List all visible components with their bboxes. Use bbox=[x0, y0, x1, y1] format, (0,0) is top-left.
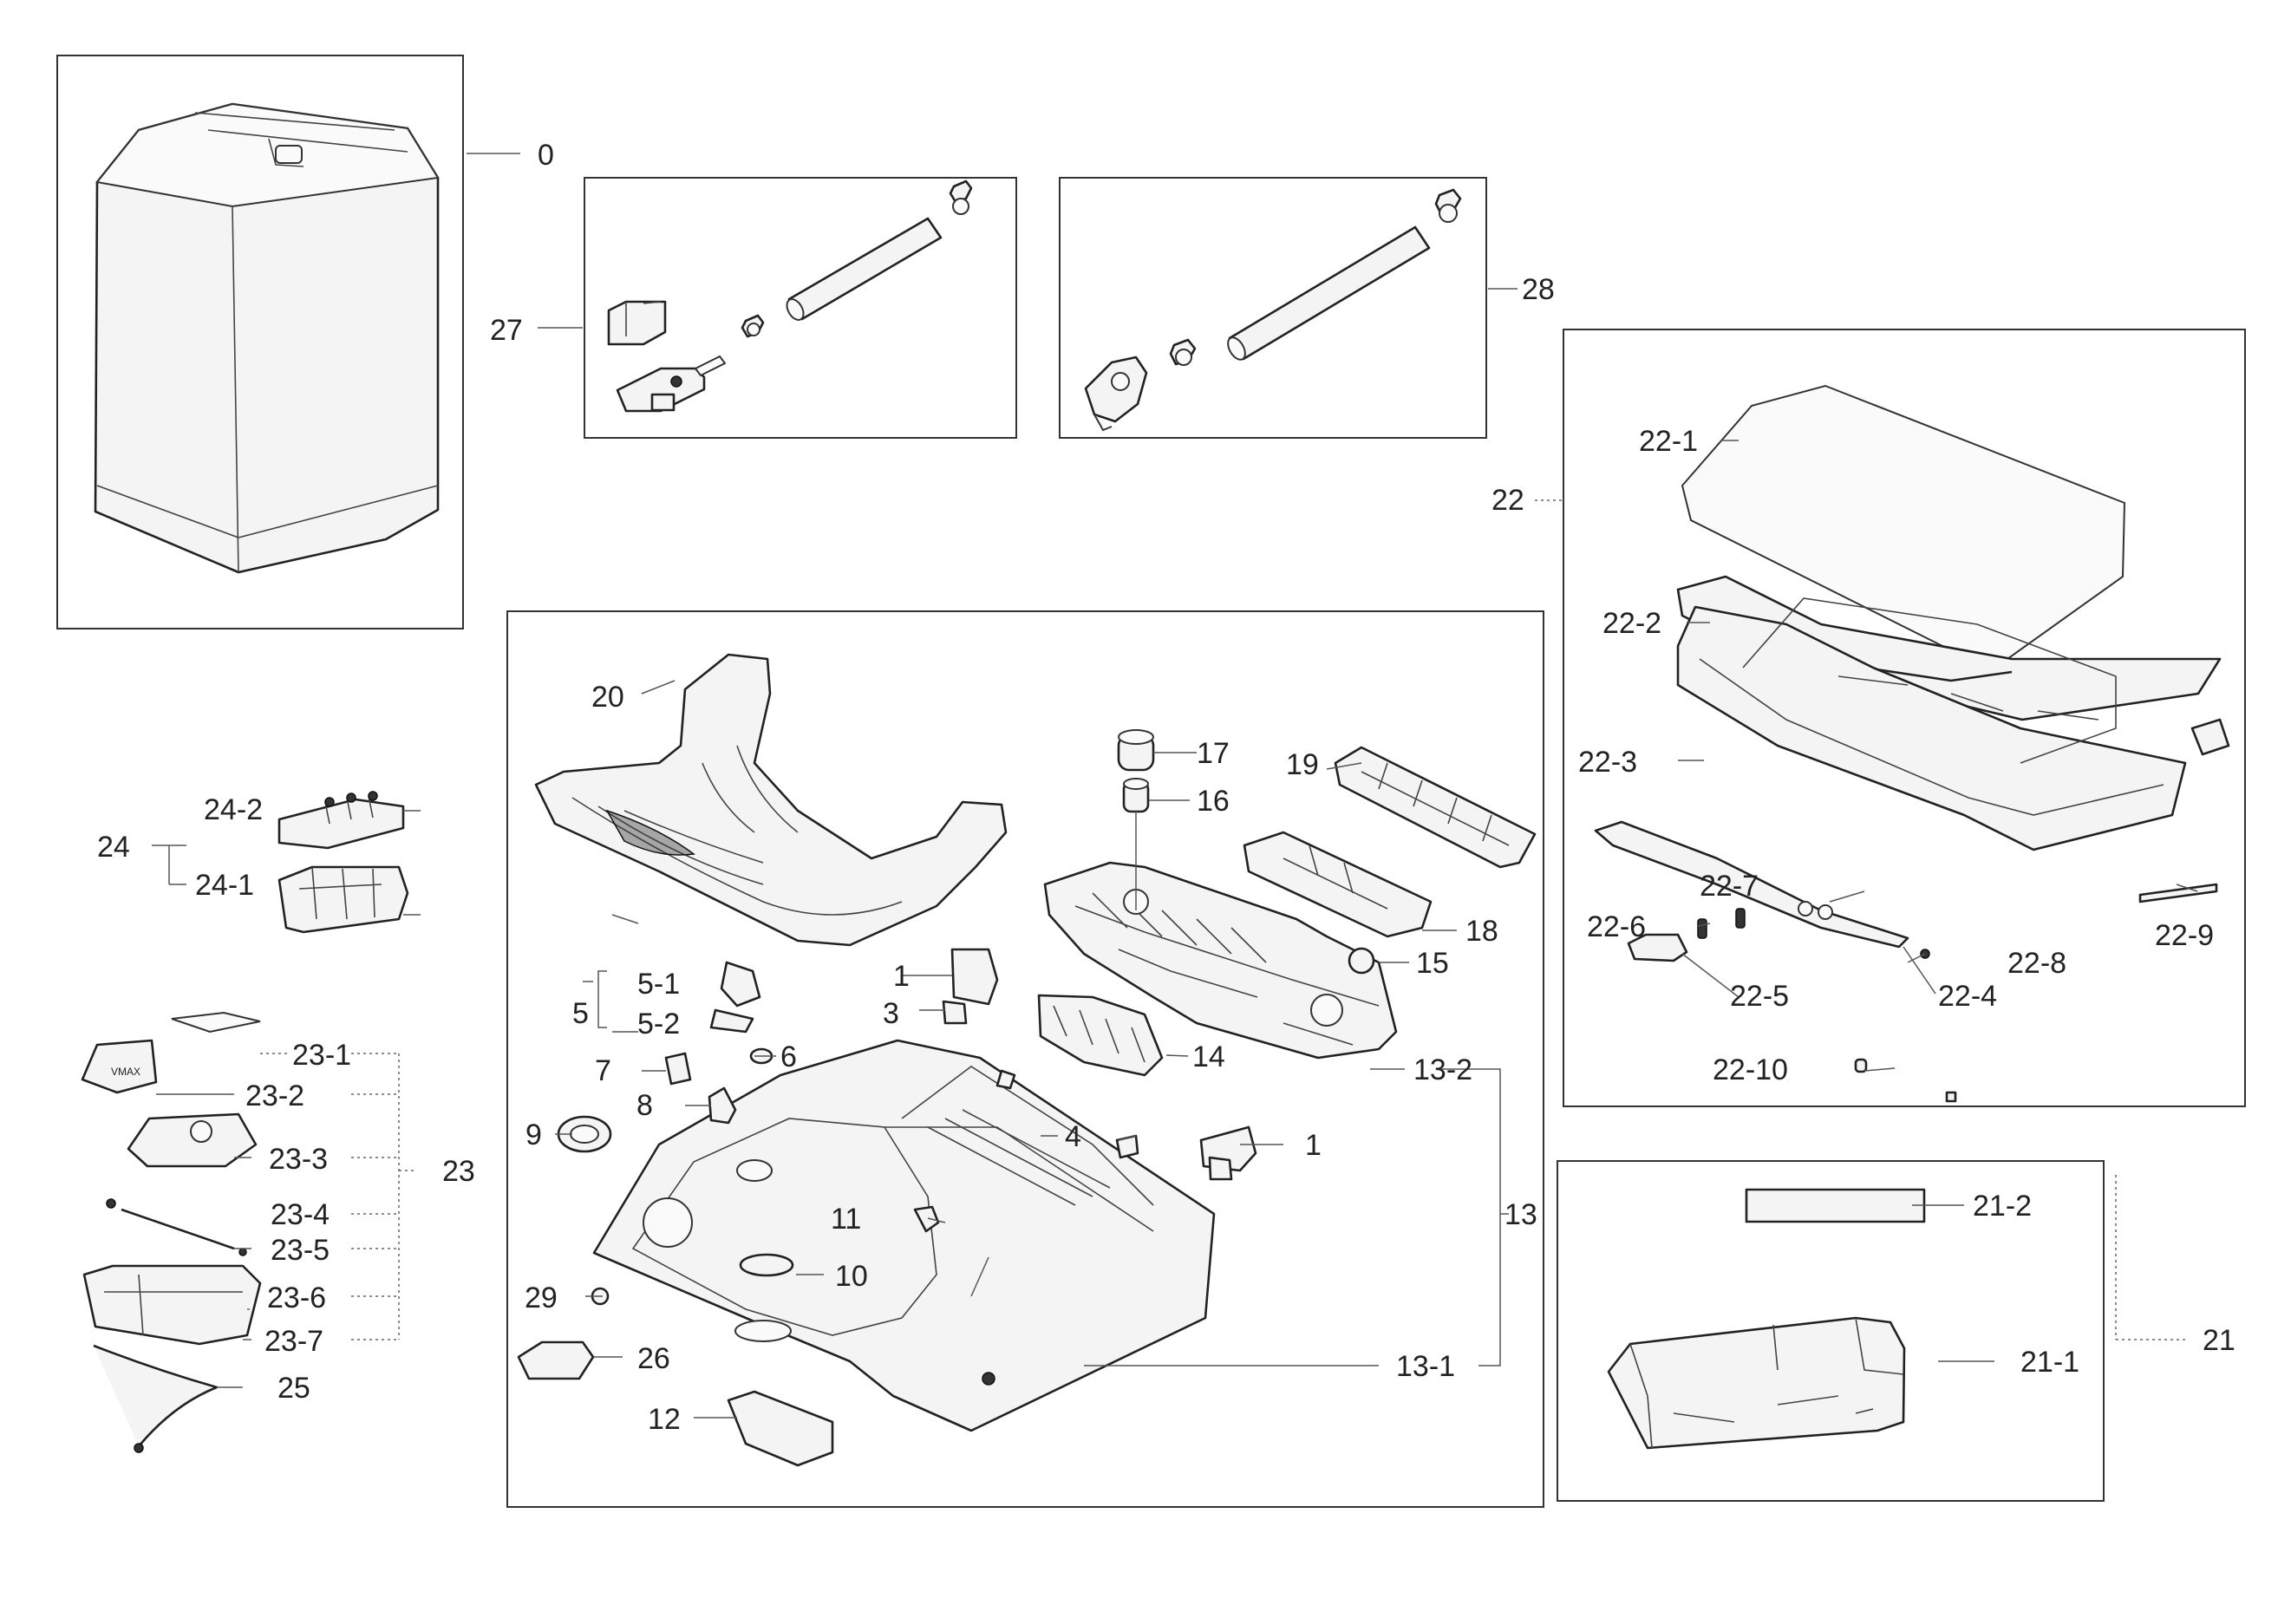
label-20: 20 bbox=[591, 681, 624, 714]
label-13-2: 13-2 bbox=[1413, 1053, 1472, 1086]
label-12: 12 bbox=[648, 1403, 681, 1436]
label-22-10: 22-10 bbox=[1713, 1053, 1788, 1086]
frame-lid-assembly-22 bbox=[1563, 329, 2246, 1107]
label-26: 26 bbox=[637, 1342, 670, 1375]
label-3: 3 bbox=[883, 997, 899, 1030]
frame-hose-kit-27 bbox=[584, 177, 1017, 439]
frame-control-panel-21 bbox=[1557, 1160, 2105, 1502]
label-22-6: 22-6 bbox=[1587, 910, 1646, 943]
filter-cover-19-part bbox=[1334, 746, 1537, 869]
label-14: 14 bbox=[1192, 1040, 1225, 1073]
label-29: 29 bbox=[525, 1282, 558, 1314]
label-7: 7 bbox=[595, 1054, 611, 1087]
hose-kit-27-part bbox=[607, 179, 973, 413]
label-23-6: 23-6 bbox=[267, 1282, 326, 1314]
label-24-1: 24-1 bbox=[195, 869, 254, 902]
label-22-3: 22-3 bbox=[1578, 746, 1637, 779]
label-23: 23 bbox=[442, 1155, 475, 1188]
detergent-tray-20-part bbox=[534, 653, 1008, 947]
hose-kit-28-part bbox=[1084, 188, 1462, 432]
label-1-right: 1 bbox=[1305, 1129, 1322, 1162]
control-housing-13-2-part bbox=[1043, 861, 1398, 1060]
label-19: 19 bbox=[1286, 748, 1319, 781]
leader-lines bbox=[152, 153, 2198, 1419]
label-21-1: 21-1 bbox=[2020, 1346, 2079, 1379]
label-22-7: 22-7 bbox=[1700, 870, 1759, 903]
label-23-3: 23-3 bbox=[269, 1143, 328, 1176]
frame-hose-kit-28 bbox=[1059, 177, 1487, 439]
label-28: 28 bbox=[1522, 273, 1555, 306]
label-5: 5 bbox=[572, 997, 589, 1030]
label-17: 17 bbox=[1197, 737, 1230, 770]
label-27: 27 bbox=[490, 314, 523, 347]
label-23-1: 23-1 bbox=[292, 1039, 351, 1072]
label-6: 6 bbox=[780, 1040, 797, 1073]
lid-assembly-22-part bbox=[1594, 384, 2230, 1103]
label-23-5: 23-5 bbox=[271, 1234, 330, 1267]
top-cover-frame-13-1-part bbox=[592, 1039, 1216, 1432]
label-18: 18 bbox=[1465, 915, 1498, 948]
cabinet-part bbox=[94, 102, 440, 574]
label-0: 0 bbox=[538, 139, 554, 172]
label-24-2: 24-2 bbox=[204, 793, 263, 826]
pcb-holder-18-part bbox=[1243, 831, 1433, 938]
label-23-2: 23-2 bbox=[245, 1079, 304, 1112]
harness-14-part bbox=[1037, 994, 1164, 1077]
label-22-5: 22-5 bbox=[1730, 980, 1789, 1013]
control-panel-21-part bbox=[1607, 1188, 1926, 1450]
label-4: 4 bbox=[1065, 1120, 1081, 1153]
label-16: 16 bbox=[1197, 785, 1230, 818]
label-10: 10 bbox=[835, 1260, 868, 1293]
softener-dispenser-24-part bbox=[277, 791, 409, 934]
label-22-8: 22-8 bbox=[2007, 947, 2066, 980]
label-15: 15 bbox=[1416, 947, 1449, 980]
detergent-drawer-23-part: VMAX bbox=[81, 1011, 262, 1453]
label-23-4: 23-4 bbox=[271, 1198, 330, 1231]
label-13-1: 13-1 bbox=[1396, 1350, 1455, 1383]
label-9: 9 bbox=[525, 1119, 542, 1151]
label-8: 8 bbox=[636, 1089, 653, 1122]
label-13: 13 bbox=[1504, 1198, 1537, 1231]
label-22: 22 bbox=[1491, 484, 1524, 517]
label-22-1: 22-1 bbox=[1639, 425, 1698, 458]
label-21-2: 21-2 bbox=[1973, 1190, 2032, 1223]
label-22-4: 22-4 bbox=[1938, 980, 1997, 1013]
label-1-top: 1 bbox=[893, 960, 910, 993]
frame-top-cover-assembly bbox=[506, 610, 1544, 1508]
label-25: 25 bbox=[277, 1372, 310, 1405]
label-11: 11 bbox=[831, 1203, 861, 1236]
label-22-2: 22-2 bbox=[1602, 607, 1661, 640]
label-23-7: 23-7 bbox=[264, 1325, 323, 1358]
small-parts-top-cover bbox=[517, 947, 1375, 1467]
label-21: 21 bbox=[2203, 1324, 2236, 1357]
label-5-2: 5-2 bbox=[637, 1008, 680, 1040]
frame-cabinet bbox=[56, 55, 464, 629]
label-5-1: 5-1 bbox=[637, 968, 680, 1001]
label-24: 24 bbox=[97, 831, 130, 864]
label-22-9: 22-9 bbox=[2155, 919, 2214, 952]
stamp-text: VMAX bbox=[111, 1066, 140, 1078]
part-labels: 0 27 28 22 22-1 22-2 22-3 22-7 22-6 22-8… bbox=[97, 139, 2236, 1436]
pump-16-17-part bbox=[1117, 729, 1155, 910]
